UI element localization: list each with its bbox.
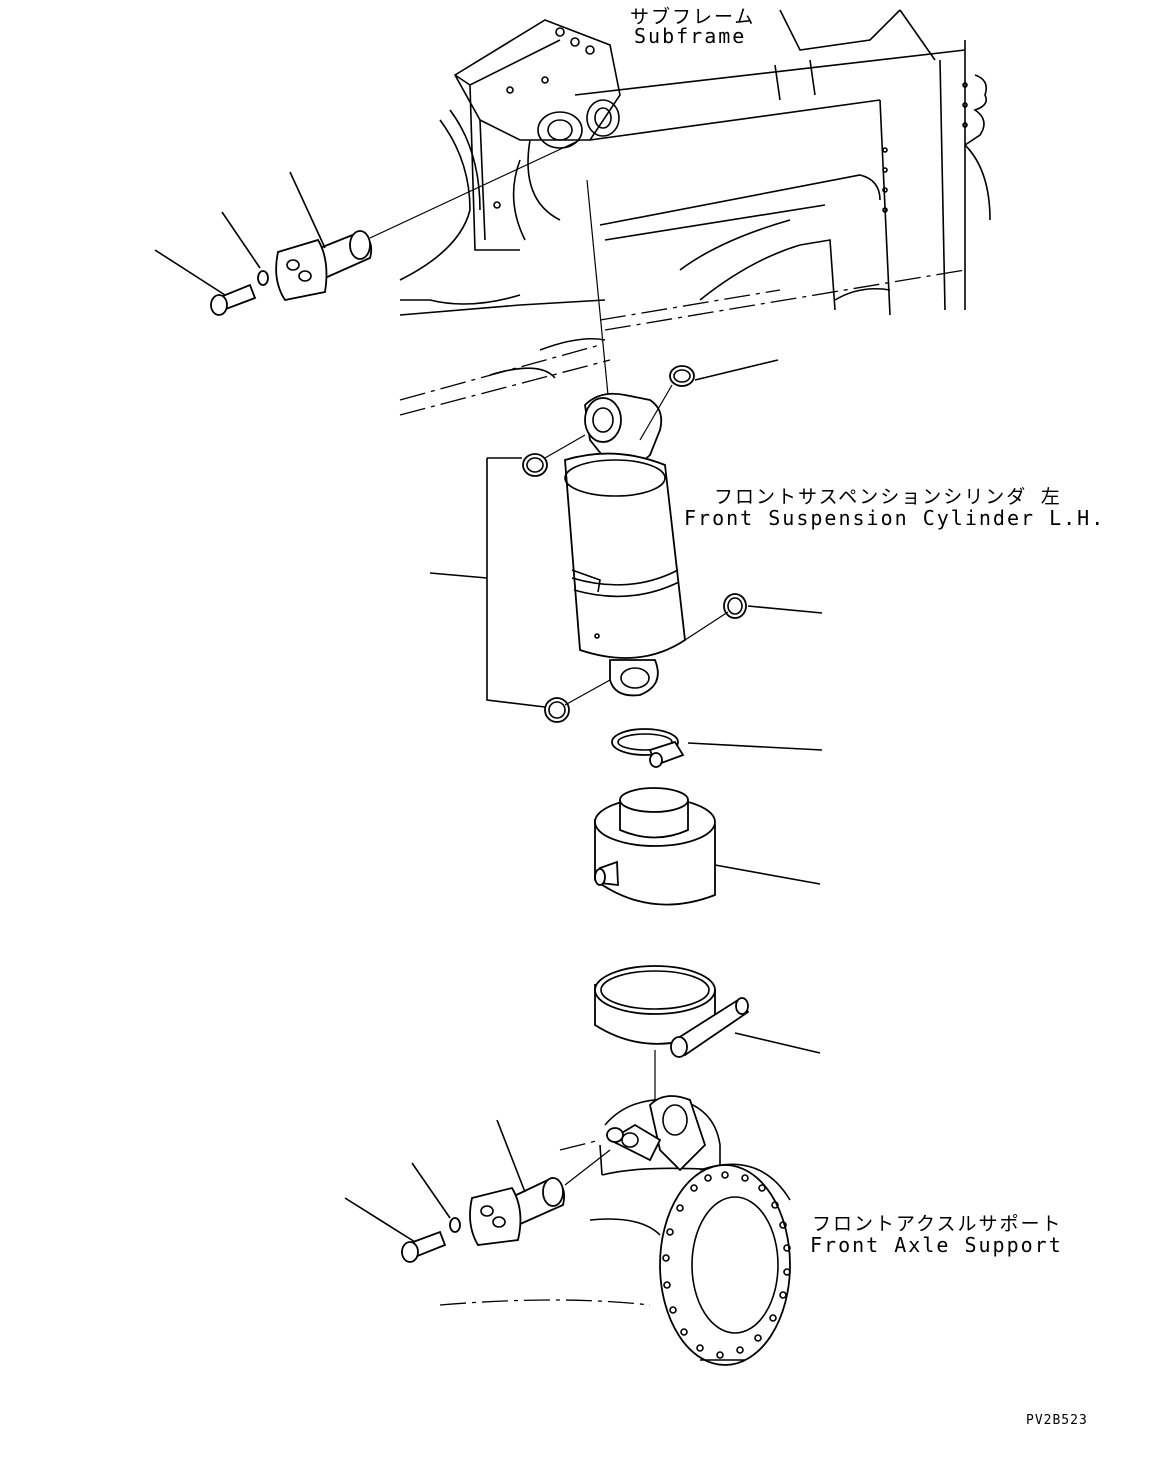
drawing-code: PV2B523 <box>1026 1413 1088 1428</box>
cylinder-label-jp: フロントサスペンションシリンダ 左 <box>714 486 1062 508</box>
subframe-drawing <box>399 9 991 416</box>
upper-clamp <box>611 728 823 768</box>
flange-bolt-holes <box>662 1171 791 1359</box>
axle-support-drawing <box>439 1050 791 1366</box>
lower-clamp <box>594 965 821 1058</box>
subframe-label-en: Subframe <box>634 24 747 48</box>
cover-boot <box>594 787 821 906</box>
cylinder-label-en: Front Suspension Cylinder L.H. <box>684 506 1106 530</box>
axle-support-label-jp: フロントアクスルサポート <box>812 1213 1063 1235</box>
axle-support-label-en: Front Axle Support <box>810 1233 1063 1257</box>
subframe-label-jp: サブフレーム <box>630 6 756 28</box>
lower-pin-group <box>344 1119 611 1263</box>
upper-pin-group <box>154 139 581 316</box>
suspension-cylinder <box>429 179 823 723</box>
